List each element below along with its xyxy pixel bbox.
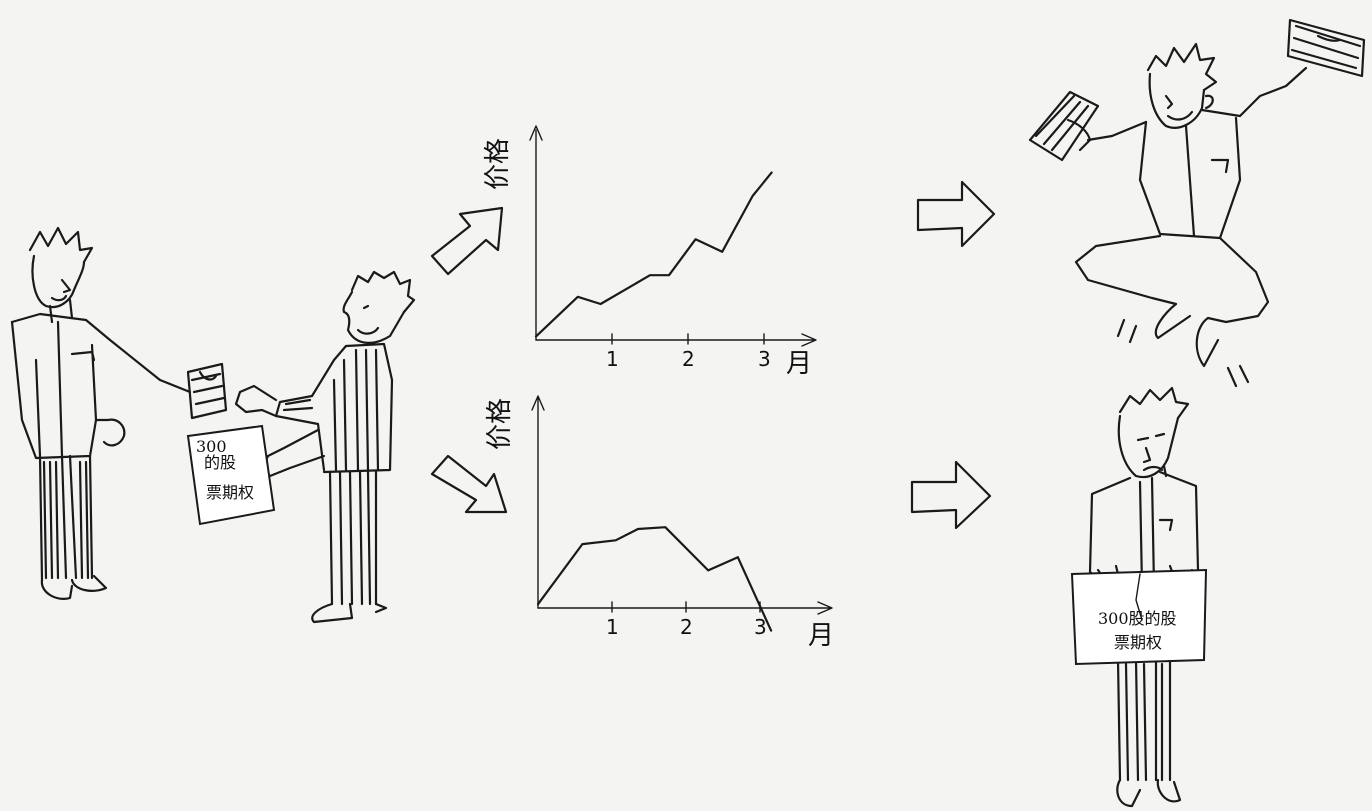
chart-bottom-tick-label-1: 1 <box>606 615 619 639</box>
chart-top-xlabel: 月 <box>786 349 812 379</box>
chart-bottom-tick-label-3: 3 <box>754 615 767 639</box>
chart-top-ylabel: 价格 <box>483 138 513 190</box>
arrow-down-right-icon <box>430 454 508 514</box>
chart-top-series-line <box>534 171 773 338</box>
chart-bottom-tick-label-2: 2 <box>680 615 693 639</box>
chart-top-tick-label-1: 1 <box>606 347 619 371</box>
seller-figure <box>10 226 192 600</box>
money-bundle-icon <box>186 362 228 420</box>
chart-bottom-xlabel: 月 <box>808 621 834 651</box>
arrow-right-top-icon <box>916 180 996 248</box>
chart-top-tick-label-2: 2 <box>682 347 695 371</box>
doc-right-line2: 票期权 <box>1114 633 1162 652</box>
chart-top-tick-label-3: 3 <box>758 347 771 371</box>
chart-top-ticks: 1 2 3 <box>606 333 771 371</box>
price-chart-rising: 价格 月 1 2 3 <box>483 125 817 379</box>
arrow-right-bottom-icon <box>910 460 992 530</box>
money-bundle-left-hand-icon <box>1028 90 1100 162</box>
doc-left-line1: 300 <box>196 437 227 456</box>
arrow-up-right-icon <box>430 206 504 276</box>
chart-bottom-ticks: 1 2 3 <box>606 601 767 639</box>
money-bundle-right-hand-icon <box>1286 18 1366 78</box>
chart-bottom-series-line <box>536 526 773 632</box>
happy-jumping-man-figure <box>1074 42 1308 388</box>
option-document-left: 300 的股 票期权 <box>186 424 276 526</box>
doc-left-line3: 票期权 <box>206 483 254 502</box>
buyer-figure <box>234 270 416 624</box>
chart-bottom-ylabel: 价格 <box>485 398 515 450</box>
option-document-right: 300股的股 票期权 <box>1070 568 1208 666</box>
doc-left-line2: 的股 <box>204 453 236 472</box>
doc-right-line1: 300股的股 <box>1098 609 1177 628</box>
price-chart-falling: 价格 月 1 2 3 <box>485 395 834 651</box>
